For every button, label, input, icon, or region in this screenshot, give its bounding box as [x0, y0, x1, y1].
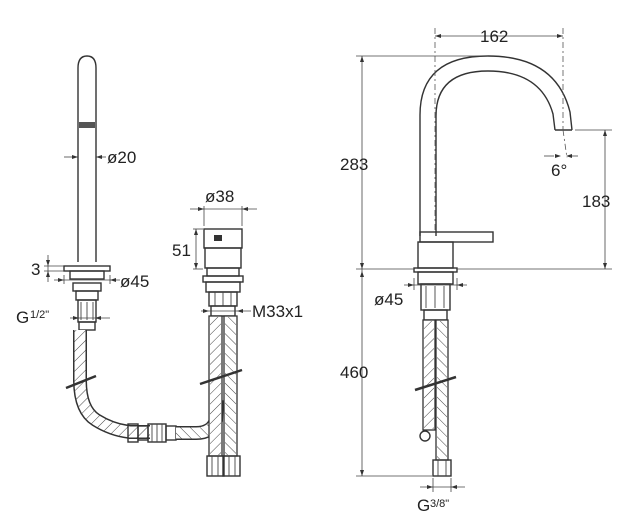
thickness-3-label: 3 [31, 260, 40, 279]
left-spout [63, 55, 111, 331]
thread-g-right-fraction: 3/8" [430, 498, 449, 510]
dim-width-162: 162 [435, 27, 563, 46]
dim-depth-460: 460 [340, 269, 432, 477]
dia-45-right-label: ø45 [374, 290, 403, 309]
left-valve [199, 228, 244, 477]
angle-6-label: 6° [551, 161, 567, 180]
thread-m33-label: M33x1 [252, 302, 303, 321]
width-162-label: 162 [480, 27, 508, 46]
dia-45-left-label: ø45 [120, 272, 149, 291]
dia-38-label: ø38 [205, 187, 234, 206]
dim-thread-g-half: G 1/2" [16, 308, 110, 327]
dim-thread-m33: M33x1 [201, 302, 303, 321]
height-183-label: 183 [582, 192, 610, 211]
height-51-label: 51 [172, 241, 191, 260]
dia-20-label: ø20 [107, 148, 136, 167]
height-283-label: 283 [340, 155, 368, 174]
dim-dia-45-right: ø45 [374, 278, 467, 309]
dim-height-283: 283 [340, 55, 488, 270]
dim-dia-20: ø20 [64, 148, 136, 167]
thread-g-fraction: 1/2" [30, 309, 49, 321]
dim-dia-45-left: ø45 [54, 272, 149, 291]
thread-g-label: G [16, 308, 29, 327]
dim-angle-6: 6° [544, 154, 578, 180]
right-spout [413, 55, 573, 477]
dim-dia-38: ø38 [190, 187, 257, 226]
thread-g-right-label: G [417, 496, 430, 515]
dim-thickness-3: 3 [31, 255, 64, 282]
depth-460-label: 460 [340, 363, 368, 382]
left-spout-hose [65, 330, 150, 439]
dim-height-183: 183 [457, 129, 612, 270]
dim-height-51: 51 [172, 228, 203, 270]
centerline-outlet-extend [562, 129, 568, 159]
dim-thread-g-three-eighths: G 3/8" [417, 478, 465, 515]
